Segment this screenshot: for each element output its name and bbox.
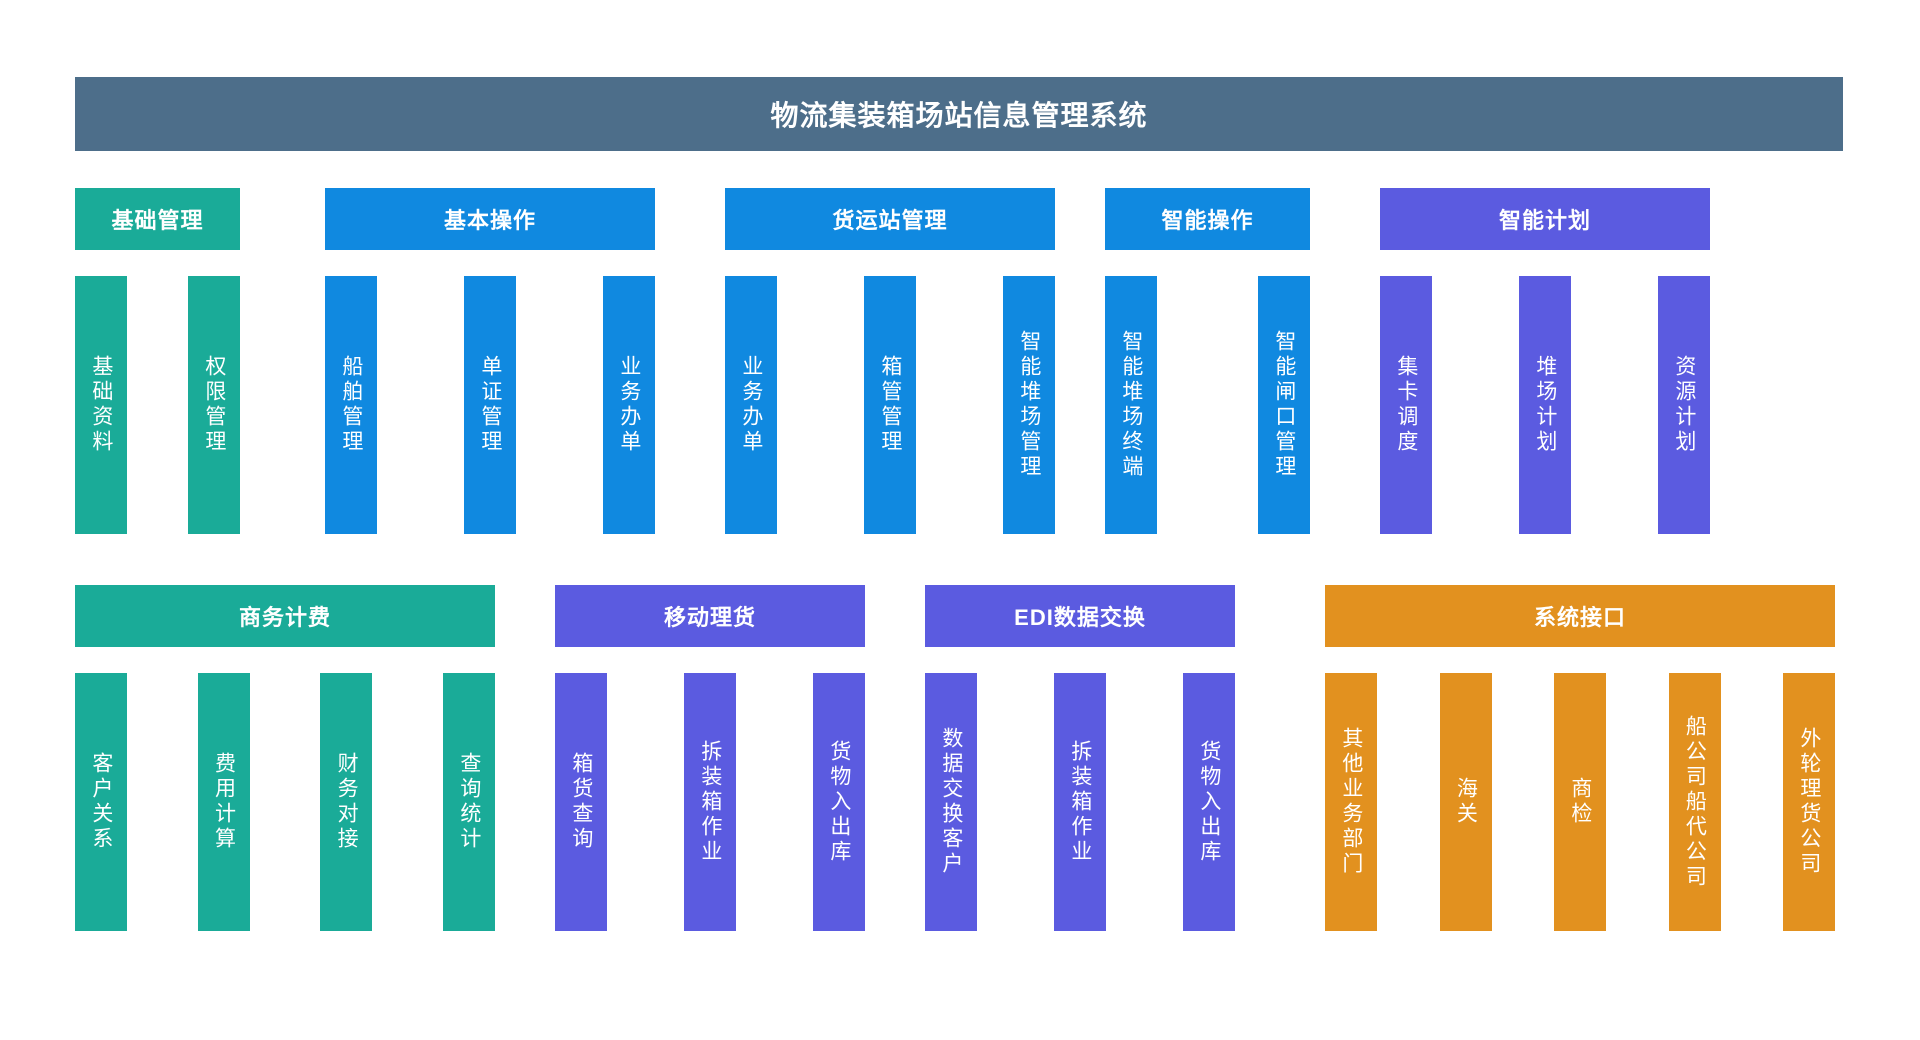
module-item-label: 箱货查询 <box>569 752 593 852</box>
group-header-label: 基本操作 <box>443 208 536 233</box>
module-group-3: EDI数据交换数据交换客户 拆装箱作业 货物入出库 <box>925 585 1235 931</box>
module-item-label: 权限管理 <box>202 355 226 455</box>
module-item[interactable]: 集卡调度 <box>1380 276 1432 534</box>
group-header-button[interactable]: 货运站管理 <box>725 188 1055 250</box>
module-item-label: 单证管理 <box>478 355 502 455</box>
module-group-1: 商务计费客户关系 费用计算 财务对接 查询统计 <box>75 585 495 931</box>
module-item[interactable]: 业务办单 <box>725 276 777 534</box>
module-item[interactable]: 智能堆场管理 <box>1003 276 1055 534</box>
group-item-list: 智能堆场终端 智能闸口管理 <box>1105 276 1310 534</box>
group-header-label: 智能操作 <box>1161 208 1254 233</box>
module-item-label: 船舶管理 <box>339 355 363 455</box>
module-item-label: 智能堆场终端 <box>1119 330 1143 480</box>
module-item-label: 业务办单 <box>739 355 763 455</box>
module-item-label: 堆场计划 <box>1533 355 1557 455</box>
module-item[interactable]: 数据交换客户 <box>925 673 977 931</box>
module-item[interactable]: 箱货查询 <box>555 673 607 931</box>
module-item-label: 资源计划 <box>1672 355 1696 455</box>
module-group-4: 系统接口其他业务部门 海关 商检 船公司船代公司 外轮理货公司 <box>1325 585 1835 931</box>
group-item-list: 集卡调度 堆场计划 资源计划 <box>1380 276 1710 534</box>
module-item-label: 货物入出库 <box>827 739 851 865</box>
group-header-label: 系统接口 <box>1533 605 1626 630</box>
module-item[interactable]: 业务办单 <box>603 276 655 534</box>
module-item[interactable]: 其他业务部门 <box>1325 673 1377 931</box>
group-item-list: 基础资料 权限管理 <box>75 276 240 534</box>
group-header-button[interactable]: 基本操作 <box>325 188 655 250</box>
module-item-label: 智能堆场管理 <box>1017 330 1041 480</box>
module-item[interactable]: 财务对接 <box>320 673 373 931</box>
module-item-label: 拆装箱作业 <box>1068 739 1092 865</box>
module-item-label: 海关 <box>1454 777 1478 827</box>
module-item-label: 客户关系 <box>89 752 113 852</box>
module-group-4: 智能操作智能堆场终端 智能闸口管理 <box>1105 188 1310 534</box>
module-item-label: 费用计算 <box>212 752 236 852</box>
module-item-label: 其他业务部门 <box>1339 727 1363 877</box>
module-item[interactable]: 智能闸口管理 <box>1258 276 1310 534</box>
system-title-bar: 物流集装箱场站信息管理系统 <box>75 77 1843 151</box>
module-item[interactable]: 货物入出库 <box>813 673 865 931</box>
module-item[interactable]: 资源计划 <box>1658 276 1710 534</box>
group-item-list: 业务办单 箱管管理 智能堆场管理 <box>725 276 1055 534</box>
page-title: 物流集装箱场站信息管理系统 <box>770 100 1148 131</box>
module-item[interactable]: 权限管理 <box>188 276 240 534</box>
group-header-button[interactable]: EDI数据交换 <box>925 585 1235 647</box>
module-group-2: 移动理货箱货查询 拆装箱作业 货物入出库 <box>555 585 865 931</box>
module-item[interactable]: 堆场计划 <box>1519 276 1571 534</box>
group-header-label: 基础管理 <box>111 208 204 233</box>
module-item-label: 船公司船代公司 <box>1683 714 1707 890</box>
module-item[interactable]: 单证管理 <box>464 276 516 534</box>
group-header-label: 货运站管理 <box>832 208 948 233</box>
module-item[interactable]: 货物入出库 <box>1183 673 1235 931</box>
module-item-label: 智能闸口管理 <box>1272 330 1296 480</box>
module-item[interactable]: 拆装箱作业 <box>684 673 736 931</box>
module-item[interactable]: 费用计算 <box>197 673 250 931</box>
module-group-2: 基本操作船舶管理 单证管理 业务办单 <box>325 188 655 534</box>
group-header-button[interactable]: 智能操作 <box>1105 188 1310 250</box>
module-item[interactable]: 船公司船代公司 <box>1668 673 1721 931</box>
module-item-label: 查询统计 <box>457 752 481 852</box>
group-item-list: 箱货查询 拆装箱作业 货物入出库 <box>555 673 865 931</box>
group-item-list: 其他业务部门 海关 商检 船公司船代公司 外轮理货公司 <box>1325 673 1835 931</box>
module-item[interactable]: 箱管管理 <box>864 276 916 534</box>
module-group-5: 智能计划集卡调度 堆场计划 资源计划 <box>1380 188 1710 534</box>
module-item-label: 箱管管理 <box>878 355 902 455</box>
group-header-button[interactable]: 智能计划 <box>1380 188 1710 250</box>
module-item-label: 数据交换客户 <box>939 727 963 877</box>
module-item[interactable]: 基础资料 <box>75 276 127 534</box>
module-item[interactable]: 海关 <box>1439 673 1492 931</box>
module-item[interactable]: 商检 <box>1554 673 1606 931</box>
group-header-label: 智能计划 <box>1498 208 1591 233</box>
module-item[interactable]: 拆装箱作业 <box>1054 673 1106 931</box>
module-item[interactable]: 外轮理货公司 <box>1783 673 1835 931</box>
module-item[interactable]: 智能堆场终端 <box>1105 276 1157 534</box>
module-item-label: 外轮理货公司 <box>1797 727 1821 877</box>
group-header-button[interactable]: 基础管理 <box>75 188 240 250</box>
group-item-list: 船舶管理 单证管理 业务办单 <box>325 276 655 534</box>
group-header-label: EDI数据交换 <box>1014 605 1146 630</box>
module-group-3: 货运站管理业务办单 箱管管理 智能堆场管理 <box>725 188 1055 534</box>
module-item-label: 商检 <box>1568 777 1592 827</box>
group-header-button[interactable]: 系统接口 <box>1325 585 1835 647</box>
group-header-button[interactable]: 移动理货 <box>555 585 865 647</box>
group-header-label: 商务计费 <box>238 605 331 630</box>
module-item-label: 集卡调度 <box>1394 355 1418 455</box>
module-item[interactable]: 船舶管理 <box>325 276 377 534</box>
module-group-1: 基础管理基础资料 权限管理 <box>75 188 240 534</box>
group-header-button[interactable]: 商务计费 <box>75 585 495 647</box>
group-header-label: 移动理货 <box>663 605 756 630</box>
module-item-label: 业务办单 <box>617 355 641 455</box>
module-row-1: 基础管理基础资料 权限管理 基本操作船舶管理 单证管理 业务办单 货运站管理业务办单 箱管管… <box>75 188 1843 534</box>
module-item[interactable]: 查询统计 <box>442 673 495 931</box>
group-item-list: 客户关系 费用计算 财务对接 查询统计 <box>75 673 495 931</box>
module-item-label: 货物入出库 <box>1197 739 1221 865</box>
module-item[interactable]: 客户关系 <box>75 673 127 931</box>
module-item-label: 基础资料 <box>89 355 113 455</box>
module-item-label: 财务对接 <box>335 752 359 852</box>
group-item-list: 数据交换客户 拆装箱作业 货物入出库 <box>925 673 1235 931</box>
module-item-label: 拆装箱作业 <box>698 739 722 865</box>
